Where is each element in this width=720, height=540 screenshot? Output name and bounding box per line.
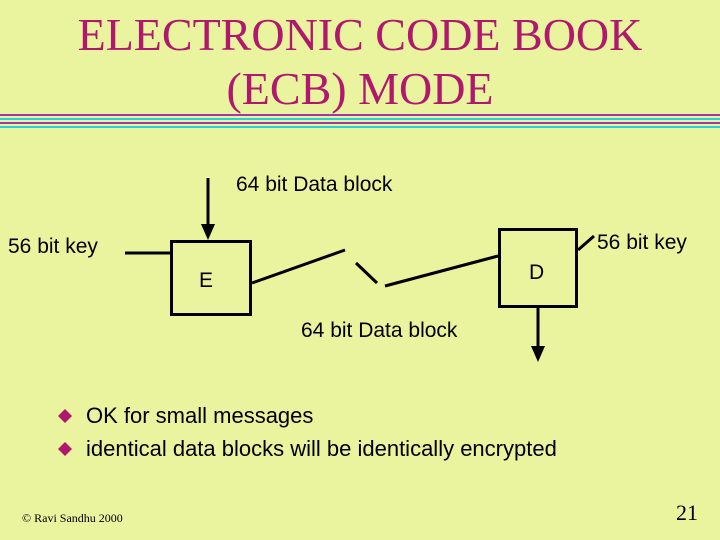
title-line-2: (ECB) MODE: [226, 63, 494, 114]
title-rule-cyan-2: [0, 126, 720, 128]
page-number: 21: [676, 500, 698, 525]
diamond-bullet-icon: [58, 442, 72, 456]
encrypt-key-label: 56 bit key: [8, 235, 98, 258]
input-block-label: 64 bit Data block: [236, 173, 393, 196]
encrypt-box-label: E: [199, 269, 214, 292]
decrypt-box: D: [498, 228, 578, 308]
channel-line-1: [251, 248, 346, 285]
encrypt-box: E: [170, 240, 252, 316]
output-arrow: [531, 308, 545, 362]
bullet-text: OK for small messages: [86, 403, 314, 428]
title-line-1: ELECTRONIC CODE BOOK: [77, 9, 643, 60]
bullet-text: identical data blocks will be identicall…: [86, 436, 557, 461]
title-rule-cyan-1: [0, 118, 720, 120]
decrypt-key-label: 56 bit key: [597, 231, 687, 254]
output-block-label: 64 bit Data block: [301, 319, 458, 342]
copyright-notice: © Ravi Sandhu 2000: [22, 511, 123, 525]
channel-break: [354, 261, 379, 285]
key-line-right: [577, 234, 595, 252]
channel-line-2: [384, 254, 499, 288]
slide-title: ELECTRONIC CODE BOOK (ECB) MODE: [0, 8, 720, 116]
decrypt-box-label: D: [529, 261, 545, 284]
diamond-bullet-icon: [58, 409, 72, 423]
input-arrow: [201, 178, 215, 240]
title-rule-purple-2: [0, 122, 720, 124]
title-rule-purple: [0, 114, 720, 116]
